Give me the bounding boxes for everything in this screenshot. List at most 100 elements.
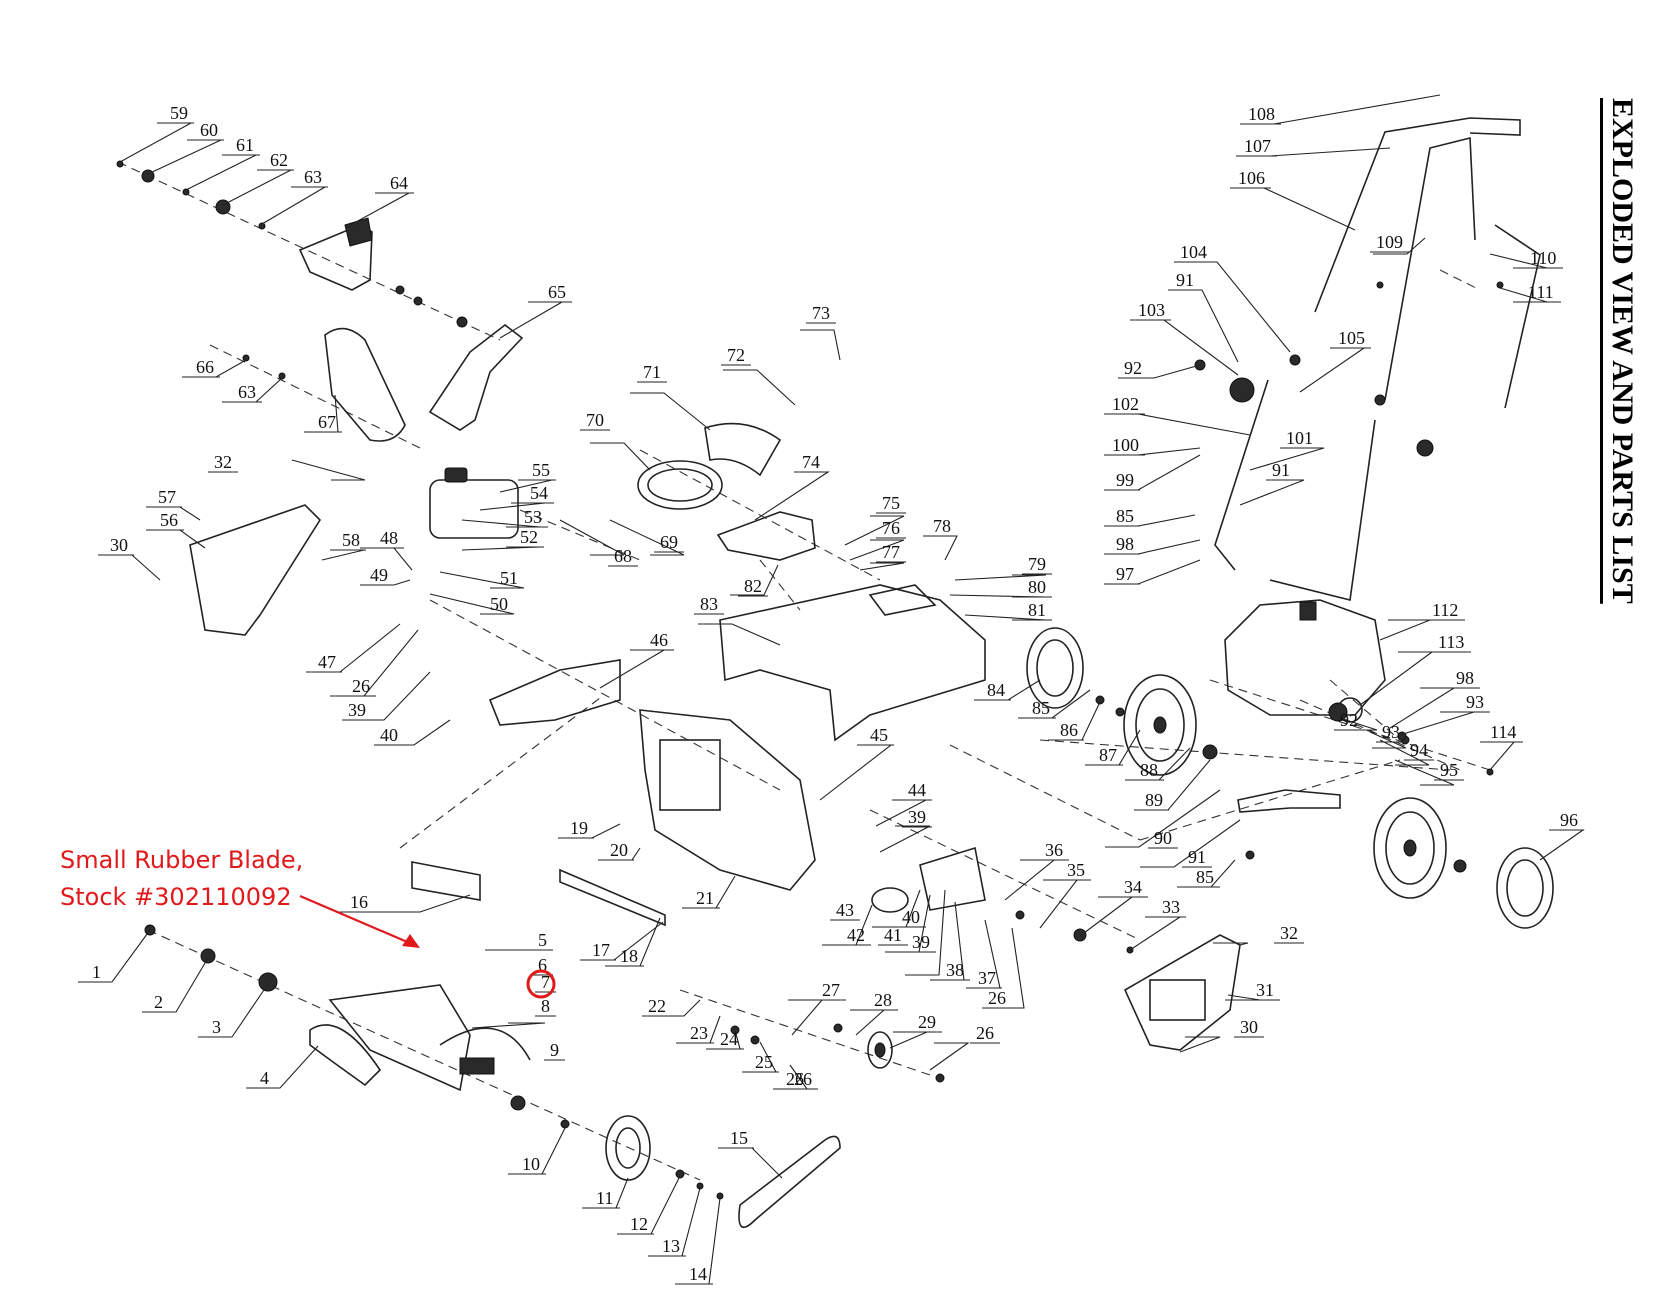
part-label-70: 70 bbox=[586, 410, 604, 430]
part-label-91: 91 bbox=[1176, 270, 1194, 290]
part-label-49: 49 bbox=[370, 565, 388, 585]
part-label-90: 90 bbox=[1154, 828, 1172, 848]
part-label-86: 86 bbox=[1060, 720, 1078, 740]
part-label-34: 34 bbox=[1124, 877, 1142, 897]
chute-67 bbox=[324, 327, 406, 442]
chute-65 bbox=[428, 323, 524, 431]
part-label-51: 51 bbox=[500, 568, 518, 588]
part-label-39: 39 bbox=[348, 700, 366, 720]
part-label-80: 80 bbox=[1028, 577, 1046, 597]
part-label-32: 32 bbox=[1280, 923, 1298, 943]
part-label-89: 89 bbox=[1145, 790, 1163, 810]
bracket-46 bbox=[488, 659, 621, 726]
part-label-50: 50 bbox=[490, 594, 508, 614]
auger-assembly-9 bbox=[328, 984, 531, 1092]
part-label-60: 60 bbox=[200, 120, 218, 140]
auger-housing-side-4 bbox=[309, 1024, 382, 1087]
callout-arrow-line bbox=[299, 894, 413, 946]
scraper-bar-17-18 bbox=[559, 868, 666, 927]
part-label-41: 41 bbox=[884, 925, 902, 945]
part-label-87: 87 bbox=[1099, 745, 1117, 765]
part-label-74: 74 bbox=[802, 452, 820, 472]
part-label-82: 82 bbox=[744, 576, 762, 596]
part-label-40: 40 bbox=[380, 725, 398, 745]
part-label-29: 29 bbox=[918, 1012, 936, 1032]
part-label-94: 94 bbox=[1410, 740, 1428, 760]
part-label-3: 3 bbox=[212, 1017, 221, 1037]
axle-bracket-90 bbox=[1237, 789, 1341, 813]
wheel-84 bbox=[1026, 627, 1084, 709]
part-label-112: 112 bbox=[1432, 600, 1458, 620]
handle-106-108 bbox=[1314, 117, 1541, 409]
part-label-110: 110 bbox=[1530, 248, 1556, 268]
plate-16 bbox=[411, 861, 481, 901]
part-label-79: 79 bbox=[1028, 554, 1046, 574]
part-label-95: 95 bbox=[1440, 760, 1458, 780]
part-label-17: 17 bbox=[592, 940, 610, 960]
upper-housing-83 bbox=[719, 584, 986, 742]
wheel-87 bbox=[1123, 674, 1197, 776]
part-label-99: 99 bbox=[1116, 470, 1134, 490]
part-label-7: 7 bbox=[541, 972, 550, 992]
part-label-27: 27 bbox=[822, 980, 840, 1000]
part-label-81: 81 bbox=[1028, 600, 1046, 620]
part-label-66: 66 bbox=[196, 357, 214, 377]
part-label-35: 35 bbox=[1067, 860, 1085, 880]
side-cover-56 bbox=[189, 504, 322, 636]
part-label-15: 15 bbox=[730, 1128, 748, 1148]
part-label-107: 107 bbox=[1244, 136, 1271, 156]
part-label-26: 26 bbox=[988, 988, 1006, 1008]
part-label-68: 68 bbox=[614, 546, 632, 566]
part-label-9: 9 bbox=[550, 1040, 559, 1060]
part-label-85: 85 bbox=[1032, 698, 1050, 718]
part-label-18: 18 bbox=[620, 946, 638, 966]
part-label-106: 106 bbox=[1238, 168, 1265, 188]
highlight-circle-part-7 bbox=[526, 969, 556, 999]
part-label-20: 20 bbox=[610, 840, 628, 860]
part-label-32: 32 bbox=[214, 452, 232, 472]
part-label-96: 96 bbox=[1560, 810, 1578, 830]
part-label-1: 1 bbox=[92, 962, 101, 982]
part-label-114: 114 bbox=[1490, 722, 1516, 742]
part-label-77: 77 bbox=[882, 542, 900, 562]
part-label-111: 111 bbox=[1528, 282, 1554, 302]
part-label-12: 12 bbox=[630, 1214, 648, 1234]
part-label-37: 37 bbox=[978, 968, 996, 988]
part-label-45: 45 bbox=[870, 725, 888, 745]
part-label-98: 98 bbox=[1116, 534, 1134, 554]
part-label-23: 23 bbox=[690, 1023, 708, 1043]
part-label-98: 98 bbox=[1456, 668, 1474, 688]
part-label-16: 16 bbox=[350, 892, 368, 912]
side-panel-31 bbox=[1123, 934, 1241, 1051]
part-label-67: 67 bbox=[318, 412, 336, 432]
part-label-2: 2 bbox=[154, 992, 163, 1012]
part-label-63: 63 bbox=[238, 382, 256, 402]
part-label-56: 56 bbox=[160, 510, 178, 530]
hubcap-96 bbox=[1496, 847, 1554, 929]
part-label-104: 104 bbox=[1180, 242, 1207, 262]
part-label-10: 10 bbox=[522, 1154, 540, 1174]
callout-note: Small Rubber Blade, Stock #302110092 bbox=[60, 842, 303, 916]
part-label-40: 40 bbox=[902, 907, 920, 927]
part-label-31: 31 bbox=[1256, 980, 1274, 1000]
chute-deflector-64 bbox=[298, 217, 373, 291]
part-label-91: 91 bbox=[1272, 460, 1290, 480]
part-label-24: 24 bbox=[720, 1029, 738, 1049]
callout-arrowhead bbox=[402, 934, 420, 948]
part-label-30: 30 bbox=[1240, 1017, 1258, 1037]
hardware-dots bbox=[116, 160, 1504, 1200]
part-label-38: 38 bbox=[946, 960, 964, 980]
belt-15 bbox=[738, 1135, 841, 1229]
part-label-84: 84 bbox=[987, 680, 1005, 700]
lower-handle-102 bbox=[1214, 379, 1376, 601]
part-label-30: 30 bbox=[110, 535, 128, 555]
pulley-29 bbox=[867, 1031, 893, 1069]
part-label-28: 28 bbox=[874, 990, 892, 1010]
part-label-46: 46 bbox=[650, 630, 668, 650]
part-label-44: 44 bbox=[908, 780, 926, 800]
part-label-5: 5 bbox=[538, 930, 547, 950]
callout-annotation bbox=[299, 894, 556, 999]
part-label-92: 92 bbox=[1340, 710, 1358, 730]
part-label-54: 54 bbox=[530, 483, 548, 503]
